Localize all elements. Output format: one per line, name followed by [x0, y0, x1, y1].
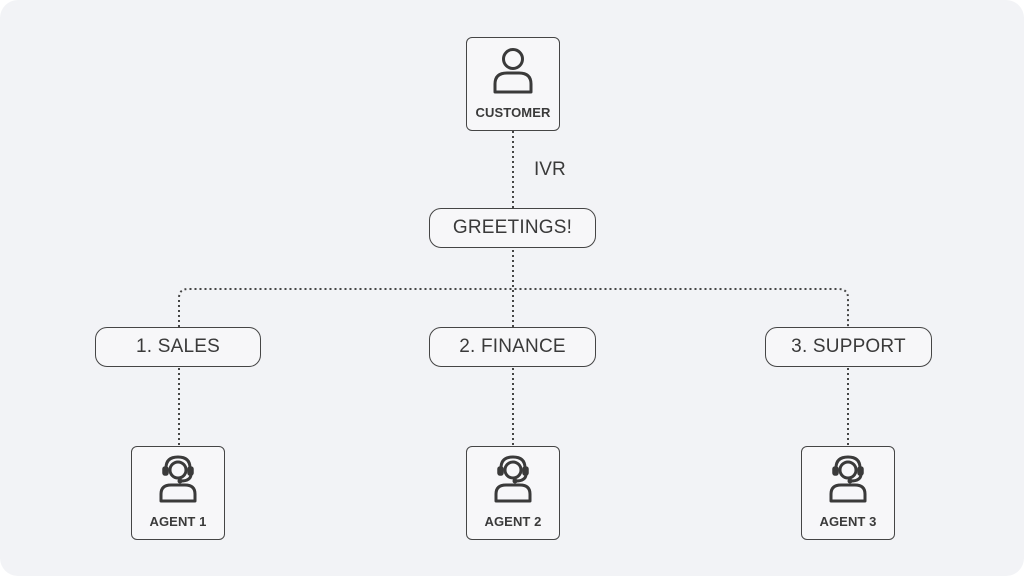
- person-icon: [493, 48, 533, 94]
- customer-label: CUSTOMER: [475, 105, 551, 120]
- customer-node: CUSTOMER: [466, 37, 560, 131]
- agent-node-2: AGENT 2: [466, 446, 560, 540]
- headset-agent-icon: [494, 455, 532, 503]
- headset-agent-icon: [829, 455, 867, 503]
- agent-label-2: AGENT 2: [484, 514, 542, 529]
- option-finance: 2. FINANCE: [429, 327, 596, 367]
- connector-branch-horizontal: [178, 288, 849, 327]
- agent-label-1: AGENT 1: [149, 514, 207, 529]
- agent-node-3: AGENT 3: [801, 446, 895, 540]
- agent-node-1: AGENT 1: [131, 446, 225, 540]
- greeting-node: GREETINGS!: [429, 208, 596, 248]
- headset-agent-icon: [159, 455, 197, 503]
- option-support: 3. SUPPORT: [765, 327, 932, 367]
- ivr-label: IVR: [534, 159, 566, 180]
- option-sales: 1. SALES: [95, 327, 261, 367]
- agent-label-3: AGENT 3: [819, 514, 877, 529]
